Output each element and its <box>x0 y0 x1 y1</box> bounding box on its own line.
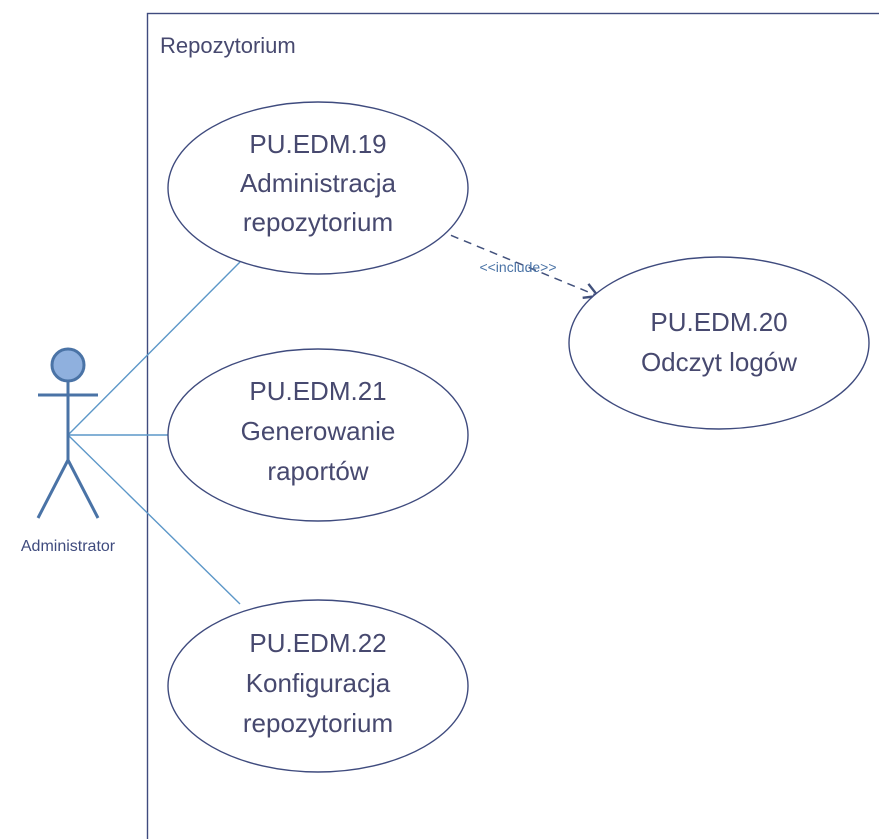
actor-right-leg <box>66 459 100 519</box>
system-boundary-title: Repozytorium <box>160 33 296 58</box>
include-arrow <box>437 229 601 299</box>
include-relationship: <<include>> <box>437 229 601 299</box>
association-line-uc19 <box>67 261 241 436</box>
use-case-uc19[interactable]: PU.EDM.19 Administracja repozytorium <box>167 101 469 275</box>
use-case-code: PU.EDM.20 <box>650 307 787 337</box>
actor-left-leg <box>36 459 70 519</box>
associations <box>67 261 241 605</box>
actor-administrator[interactable]: Administrator <box>21 347 116 555</box>
use-case-uc21[interactable]: PU.EDM.21 Generowanie raportów <box>167 348 469 522</box>
use-case-name-line-1: Odczyt logów <box>641 347 797 377</box>
use-case-name-line-2: raportów <box>267 456 368 486</box>
actor-head <box>50 347 86 383</box>
actor-label: Administrator <box>21 538 116 555</box>
use-case-name-line-2: repozytorium <box>243 207 393 237</box>
use-case-ellipse <box>167 599 469 773</box>
association-line-uc22 <box>67 434 241 605</box>
use-case-code: PU.EDM.21 <box>249 376 386 406</box>
use-case-ellipse <box>568 256 870 430</box>
stick-figure-icon <box>36 347 100 519</box>
use-case-name-line-1: Konfiguracja <box>246 668 391 698</box>
use-case-code: PU.EDM.22 <box>249 628 386 658</box>
use-case-name-line-2: repozytorium <box>243 708 393 738</box>
include-label: <<include>> <box>479 259 556 275</box>
use-case-uc20[interactable]: PU.EDM.20 Odczyt logów <box>568 256 870 430</box>
use-case-name-line-1: Administracja <box>240 168 397 198</box>
use-case-ellipse <box>167 101 469 275</box>
use-case-name-line-1: Generowanie <box>241 416 396 446</box>
use-case-code: PU.EDM.19 <box>249 129 386 159</box>
use-case-ellipse <box>167 348 469 522</box>
use-case-uc22[interactable]: PU.EDM.22 Konfiguracja repozytorium <box>167 599 469 773</box>
